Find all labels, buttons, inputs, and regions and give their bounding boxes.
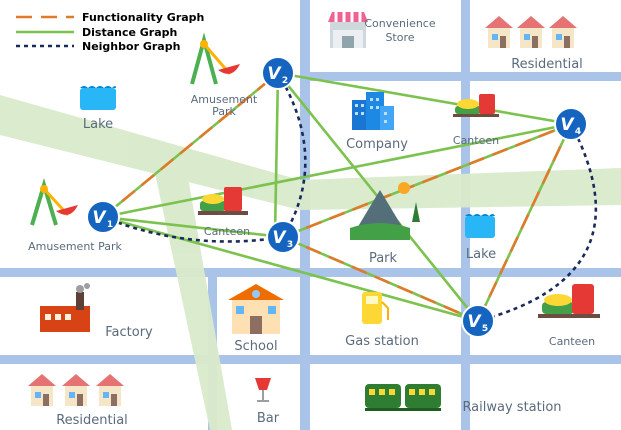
road-vertical-right xyxy=(461,0,470,430)
label-amusement-park-top-1: Amusement xyxy=(191,93,258,106)
canteen-middle-icon xyxy=(198,187,248,215)
road-vertical-main xyxy=(300,0,310,430)
edge-neighbor-v2-v3 xyxy=(276,72,307,238)
edge-neighbor-v4-v5 xyxy=(477,123,598,323)
node-v1: V 1 xyxy=(86,200,120,234)
label-canteen-right: Canteen xyxy=(453,134,499,147)
node-v3-subscript: 3 xyxy=(287,240,293,250)
node-v2-subscript: 2 xyxy=(282,76,288,86)
label-residential-bottom: Residential xyxy=(56,413,128,428)
bar-wine-glass-icon xyxy=(255,378,271,402)
node-v5-subscript: 5 xyxy=(482,324,488,334)
node-v3: V 3 xyxy=(266,220,300,254)
functionality-edges xyxy=(102,71,573,323)
edge-distance-v1-v3 xyxy=(102,215,284,239)
company-building-icon xyxy=(352,92,394,130)
label-canteen-bottom: Canteen xyxy=(549,335,595,348)
node-v2: V 2 xyxy=(261,56,295,90)
node-v4: V 4 xyxy=(554,107,588,141)
lake-left-icon xyxy=(80,86,116,110)
label-convenience-store-1: Convenience xyxy=(364,17,435,30)
railway-train-icon xyxy=(365,384,441,411)
legend: Functionality Graph Distance Graph Neigh… xyxy=(16,11,204,53)
road-horizontal-upper xyxy=(0,268,621,277)
legend-neighbor-label: Neighbor Graph xyxy=(82,40,180,53)
edge-functionality-v1-v2 xyxy=(102,71,279,219)
gas-station-icon xyxy=(362,292,389,324)
school-icon xyxy=(228,284,284,334)
node-v2-letter: V xyxy=(267,64,282,84)
edge-distance-v2-v3 xyxy=(273,72,280,236)
edge-functionality-v3-v5 xyxy=(282,235,479,323)
edge-distance-v1-v4 xyxy=(102,122,572,219)
label-company: Company xyxy=(346,137,408,152)
lake-right-icon xyxy=(465,214,495,238)
amusement-park-top-icon xyxy=(190,32,240,85)
label-convenience-store-2: Store xyxy=(385,31,414,44)
amusement-park-left-icon xyxy=(30,178,78,226)
edge-functionality-v4-v5 xyxy=(476,123,573,322)
label-factory: Factory xyxy=(105,325,153,340)
node-v5: V 5 xyxy=(461,304,495,338)
graph-nodes: V 1 V 2 V 3 V 4 V 5 xyxy=(86,56,588,338)
legend-distance-label: Distance Graph xyxy=(82,26,177,39)
park-mountain-icon xyxy=(350,182,420,240)
green-river xyxy=(0,95,621,430)
label-residential-top: Residential xyxy=(511,57,583,72)
node-v5-letter: V xyxy=(467,312,482,332)
label-park: Park xyxy=(369,251,398,266)
canteen-right-icon xyxy=(453,94,499,117)
edge-distance-v2-v4 xyxy=(277,71,572,126)
node-v3-letter: V xyxy=(272,228,287,248)
convenience-store-icon xyxy=(328,12,368,48)
label-lake-right: Lake xyxy=(466,247,496,262)
residential-houses-bottom-icon xyxy=(28,374,124,406)
label-amusement-park-left: Amusement Park xyxy=(28,240,122,253)
node-v1-subscript: 1 xyxy=(107,220,113,230)
label-amusement-park-top-2: Park xyxy=(212,105,236,118)
label-railway-station: Railway station xyxy=(462,400,561,415)
legend-functionality-label: Functionality Graph xyxy=(82,11,204,24)
road-horizontal-lower xyxy=(0,355,621,364)
label-gas-station: Gas station xyxy=(345,334,419,349)
place-labels: Convenience Store Residential Amusement … xyxy=(28,17,595,428)
canteen-bottom-icon xyxy=(538,284,600,318)
node-v4-subscript: 4 xyxy=(575,127,581,137)
label-lake-left: Lake xyxy=(83,117,113,132)
node-v4-letter: V xyxy=(560,115,575,135)
label-bar: Bar xyxy=(257,411,280,426)
neighbor-edges xyxy=(102,72,598,323)
label-school: School xyxy=(234,339,277,354)
factory-icon xyxy=(40,283,90,332)
road-horizontal-top-right xyxy=(300,72,621,81)
residential-houses-top-icon xyxy=(485,16,577,48)
edge-functionality-v3-v4 xyxy=(282,122,572,239)
label-canteen-middle: Canteen xyxy=(204,225,250,238)
edge-neighbor-v1-v3 xyxy=(102,215,284,243)
node-v1-letter: V xyxy=(92,208,107,228)
